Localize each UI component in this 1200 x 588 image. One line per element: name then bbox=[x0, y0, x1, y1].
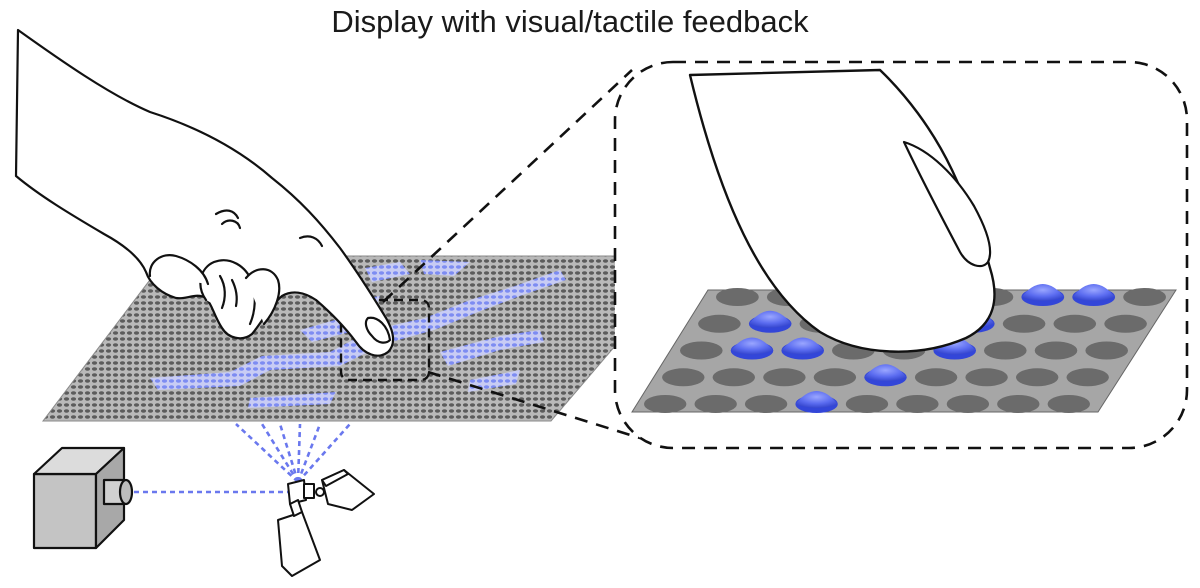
flat-pin bbox=[845, 395, 889, 413]
flat-pin bbox=[997, 395, 1040, 413]
flat-pin bbox=[984, 341, 1027, 360]
flat-pin bbox=[896, 395, 939, 413]
raised-pin-dome bbox=[795, 391, 838, 408]
flat-pin bbox=[946, 395, 990, 413]
camera-box-icon bbox=[32, 446, 134, 550]
flat-pin bbox=[1034, 341, 1078, 360]
flat-pin bbox=[680, 341, 723, 360]
flat-pin bbox=[813, 368, 857, 387]
zoom-connector-top bbox=[382, 69, 633, 303]
flat-pin bbox=[914, 368, 958, 387]
raised-pin-dome bbox=[1021, 284, 1065, 301]
flat-pin bbox=[744, 395, 788, 413]
raised-pin-dome bbox=[748, 310, 792, 328]
flat-pin bbox=[763, 368, 806, 387]
fingertip-closeup bbox=[688, 68, 996, 353]
flat-pin bbox=[712, 368, 755, 387]
flat-pin bbox=[1047, 395, 1091, 413]
raised-pin-dome bbox=[781, 337, 824, 355]
flat-pin bbox=[716, 288, 759, 306]
flat-pin bbox=[698, 314, 741, 333]
flat-pin bbox=[694, 395, 737, 413]
raised-pin-dome bbox=[864, 364, 907, 382]
flat-pin bbox=[1015, 368, 1059, 387]
flat-pin bbox=[1066, 368, 1109, 387]
flat-pin bbox=[644, 395, 687, 413]
zoom-inset bbox=[613, 60, 1189, 450]
flat-pin bbox=[1123, 288, 1166, 306]
raised-pin-dome bbox=[1072, 284, 1115, 301]
projection-beams bbox=[134, 423, 351, 494]
fingernail-closeup bbox=[902, 140, 992, 268]
pointing-hand-icon bbox=[14, 28, 395, 357]
flat-pin bbox=[1104, 314, 1147, 333]
zoom-connector-bottom bbox=[427, 370, 641, 440]
galvo-mirror-icon bbox=[277, 469, 375, 577]
flat-pin bbox=[965, 368, 1008, 387]
raised-pin-dome bbox=[730, 337, 774, 355]
zoomed-pins bbox=[644, 284, 1166, 413]
flat-pin bbox=[1085, 341, 1128, 360]
flat-pin bbox=[1053, 314, 1097, 333]
flat-pin bbox=[662, 368, 705, 387]
figure-title: Display with visual/tactile feedback bbox=[331, 4, 809, 39]
flat-pin bbox=[1002, 314, 1046, 333]
